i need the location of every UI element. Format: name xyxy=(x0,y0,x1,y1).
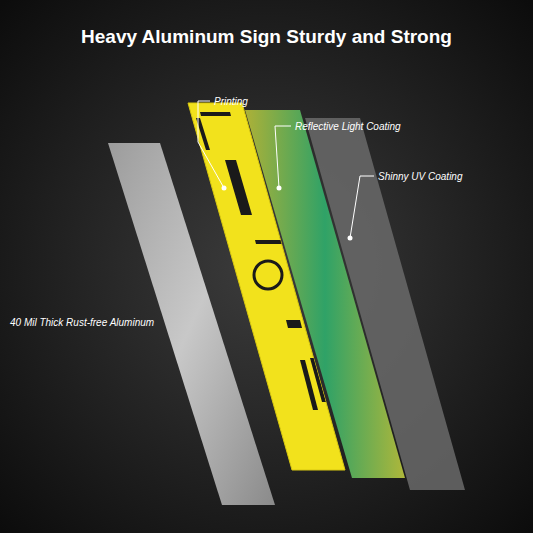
callout-label: Shinny UV Coating xyxy=(376,171,465,182)
uv-panel xyxy=(305,118,465,490)
title: Heavy Aluminum Sign Sturdy and Strong xyxy=(81,26,452,48)
leader-dots xyxy=(222,186,353,241)
callout-label: Printing xyxy=(212,96,250,107)
callout-label: 40 Mil Thick Rust-free Aluminum xyxy=(8,317,156,328)
callout-label: Reflective Light Coating xyxy=(293,121,403,132)
